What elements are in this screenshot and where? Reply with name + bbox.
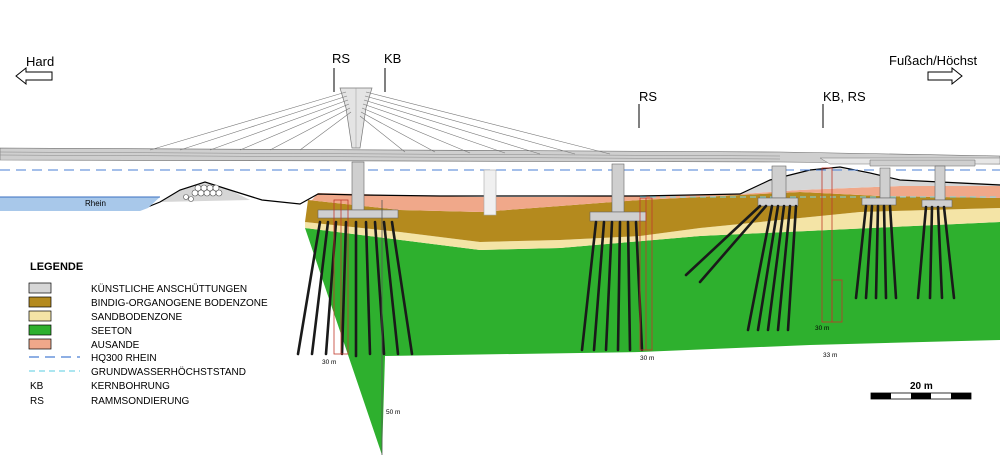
legend-swatch-fill	[28, 282, 52, 294]
pylon	[339, 87, 373, 149]
piles-group-1	[296, 220, 414, 358]
legend-label: AUSANDE	[91, 340, 140, 351]
river-label: Rhein	[85, 199, 106, 208]
arrow-left-icon	[15, 66, 53, 86]
legend-label: KERNBOHRUNG	[91, 381, 170, 392]
piles-group-2	[580, 220, 644, 352]
probe-label-kbrs: KB, RS	[823, 89, 866, 104]
legend-label: BINDIG-ORGANOGENE BODENZONE	[91, 298, 268, 309]
pier-main-cap	[317, 209, 399, 219]
pier-5	[934, 165, 946, 201]
direction-right-label: Fußach/Höchst	[889, 53, 978, 68]
legend-label: KÜNSTLICHE ANSCHÜTTUNGEN	[91, 283, 247, 295]
layer-sandbodenzone	[305, 208, 1000, 250]
layer-fill-right	[740, 168, 1000, 194]
legend-abbr: KB	[30, 381, 44, 392]
arrow-right-icon	[927, 66, 963, 86]
legend-swatch-sand	[28, 310, 52, 322]
pier-3	[771, 165, 787, 199]
legend-abbr: RS	[30, 396, 44, 407]
depth-label: 30 m	[640, 355, 654, 362]
boring-wedge	[360, 355, 382, 455]
depth-label: 30 m	[322, 359, 336, 366]
legend-swatch-bindig	[28, 296, 52, 308]
piles-group-3	[684, 204, 798, 332]
legend-label: SEETON	[91, 326, 132, 337]
scale-bar: 20 m	[870, 381, 972, 400]
pier-2	[611, 163, 625, 213]
stay-cables	[149, 91, 611, 155]
probe-markers	[333, 68, 824, 128]
legend-swatch-seeton	[28, 324, 52, 336]
layer-bindig	[305, 192, 1000, 242]
depth-label: 33 m	[823, 352, 837, 359]
legend: LEGENDE KÜNSTLICHE ANSCHÜTTUNGEN BINDIG-…	[28, 261, 268, 407]
legend-swatch-ausande	[28, 338, 52, 350]
boring-column-3	[821, 167, 843, 323]
river-water	[0, 197, 160, 211]
legend-label: GRUNDWASSERHÖCHSTSTAND	[91, 366, 246, 378]
pier-main	[351, 161, 365, 211]
legend-label: RAMMSONDIERUNG	[91, 396, 190, 407]
depth-label: 30 m	[815, 325, 829, 332]
piles-group-4	[854, 204, 898, 300]
boring-column-1	[333, 199, 349, 355]
legend-title: LEGENDE	[30, 261, 83, 273]
piers	[317, 161, 953, 222]
legend-label: SANDBODENZONE	[91, 312, 182, 323]
probe-label-rs: RS	[639, 89, 657, 104]
soil-layers	[160, 168, 1000, 455]
pier-ghost	[483, 169, 497, 216]
boring-column-2	[639, 197, 653, 351]
layer-ausande	[308, 185, 1000, 212]
scale-bar-label: 20 m	[910, 381, 933, 392]
depth-label: 50 m	[386, 409, 400, 416]
dam-stones	[183, 184, 223, 202]
pier-2-cap	[589, 211, 647, 222]
ground-surface	[0, 166, 1000, 211]
piles-group-5	[916, 205, 956, 300]
probe-label-kb: KB	[384, 51, 401, 66]
direction-left-label: Hard	[26, 54, 54, 69]
pier-4	[879, 167, 891, 199]
probe-label-rs: RS	[332, 51, 350, 66]
layer-seeton	[305, 222, 1000, 455]
bridge-deck	[0, 147, 1000, 167]
legend-label: HQ300 RHEIN	[91, 353, 157, 364]
pier-4-cap	[861, 197, 897, 206]
